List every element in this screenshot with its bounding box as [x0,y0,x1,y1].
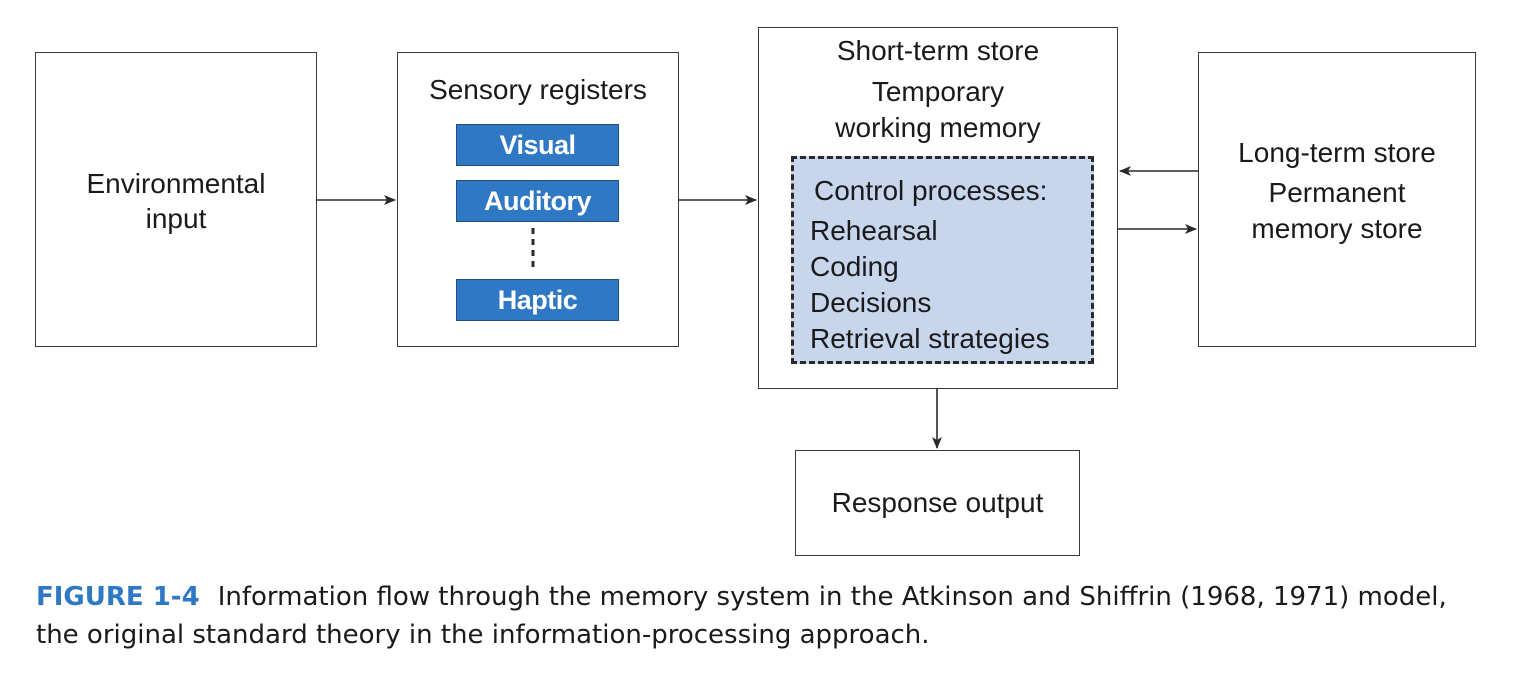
long-term-store-line3: memory store [1251,213,1423,244]
response-output-label: Response output [831,487,1044,518]
register-visual: Visual [456,124,619,166]
control-processes-title: Control processes: [814,175,1048,206]
long-term-store-line1: Long-term store [1238,137,1436,168]
short-term-store-line2: Temporary [871,76,1005,107]
register-haptic: Haptic [456,279,619,321]
register-auditory: Auditory [456,180,619,222]
long-term-store-box: Long-term store Permanent memory store [1198,52,1476,347]
figure-caption-text: Information flow through the memory syst… [36,582,1447,650]
response-output-box: Response output [795,450,1080,556]
control-item-retrieval-strategies: Retrieval strategies [810,323,1050,354]
figure-label: FIGURE 1-4 [36,582,200,612]
long-term-store-line2: Permanent [1268,177,1406,208]
control-item-coding: Coding [810,251,899,282]
environmental-input-box: Environmental input [35,52,317,347]
environmental-input-label-line2: input [145,203,207,234]
control-item-decisions: Decisions [810,287,932,318]
control-item-rehearsal: Rehearsal [810,215,938,246]
short-term-store-title: Short-term store [836,35,1040,66]
environmental-input-label-line1: Environmental [86,168,266,199]
control-processes-box: Control processes: Rehearsal Coding Deci… [791,156,1094,364]
sensory-registers-title: Sensory registers [429,74,647,105]
short-term-store-line3: working memory [835,112,1041,143]
